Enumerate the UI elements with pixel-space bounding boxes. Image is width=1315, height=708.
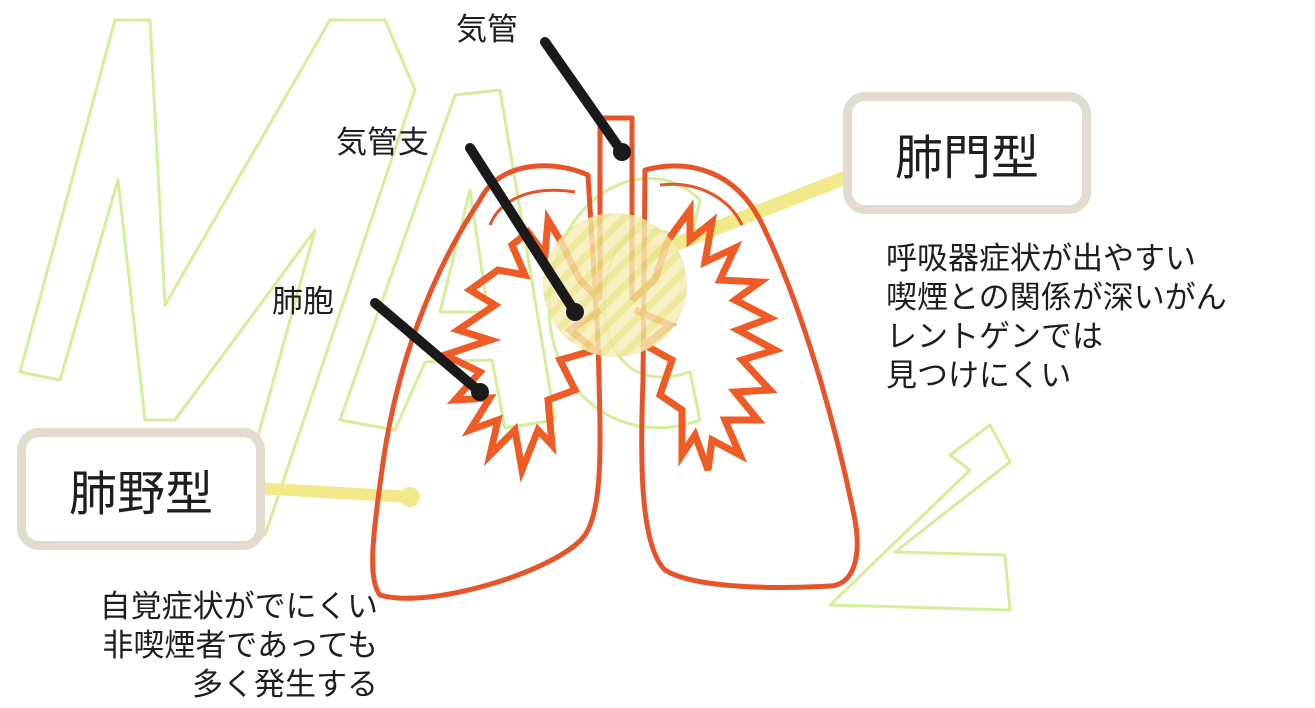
trachea-pointer-tip (613, 143, 631, 161)
right-bronchi (629, 199, 785, 472)
watermark-letter-e (828, 423, 1012, 612)
hilar-desc-line: 喫煙との関係が深いがん (886, 280, 1227, 316)
hilar-type-box: 肺門型 (843, 92, 1091, 214)
peripheral-dot (400, 487, 420, 507)
trachea-outline (597, 115, 635, 300)
hilar-description: 呼吸器症状が出やすい 喫煙との関係が深いがん レントゲンでは 見つけにくい (886, 240, 1227, 396)
peripheral-type-box: 肺野型 (17, 428, 265, 550)
hilar-desc-line: レントゲンでは (886, 319, 1103, 355)
alveolus-pointer-tip (471, 383, 489, 401)
bronchus-pointer-tip (566, 303, 584, 321)
left-lung-inner (488, 188, 576, 226)
peripheral-description: 自覚症状がでにくい 非喫煙者であっても 多く発生する (40, 588, 378, 705)
peripheral-connector (249, 482, 416, 503)
right-lung-outline (639, 163, 860, 590)
hilar-desc-line: 呼吸器症状が出やすい (886, 241, 1196, 277)
alveolus-label: 肺胞 (272, 284, 334, 320)
watermark-letter-a (338, 88, 557, 432)
watermark-letters (18, 18, 1012, 612)
pointers (370, 37, 627, 397)
peripheral-type-title: 肺野型 (68, 466, 213, 522)
right-lung-inner (659, 182, 744, 226)
peripheral-desc-line: 非喫煙者であっても (102, 628, 378, 664)
left-lung-outline (370, 163, 603, 601)
peripheral-desc-line: 自覚症状がでにくい (99, 589, 378, 625)
watermark-letter-m (18, 18, 417, 537)
hilar-type-title: 肺門型 (894, 130, 1039, 186)
lungs-outline (370, 115, 860, 601)
hilar-highlight (543, 213, 687, 357)
trachea-pointer (540, 37, 627, 157)
hilar-desc-line: 見つけにくい (886, 358, 1072, 394)
alveolus-pointer (370, 298, 485, 397)
peripheral-desc-line: 多く発生する (192, 667, 378, 703)
bronchus-label: 気管支 (336, 125, 429, 161)
trachea-label: 気管 (456, 12, 518, 48)
bronchus-pointer (465, 143, 580, 317)
